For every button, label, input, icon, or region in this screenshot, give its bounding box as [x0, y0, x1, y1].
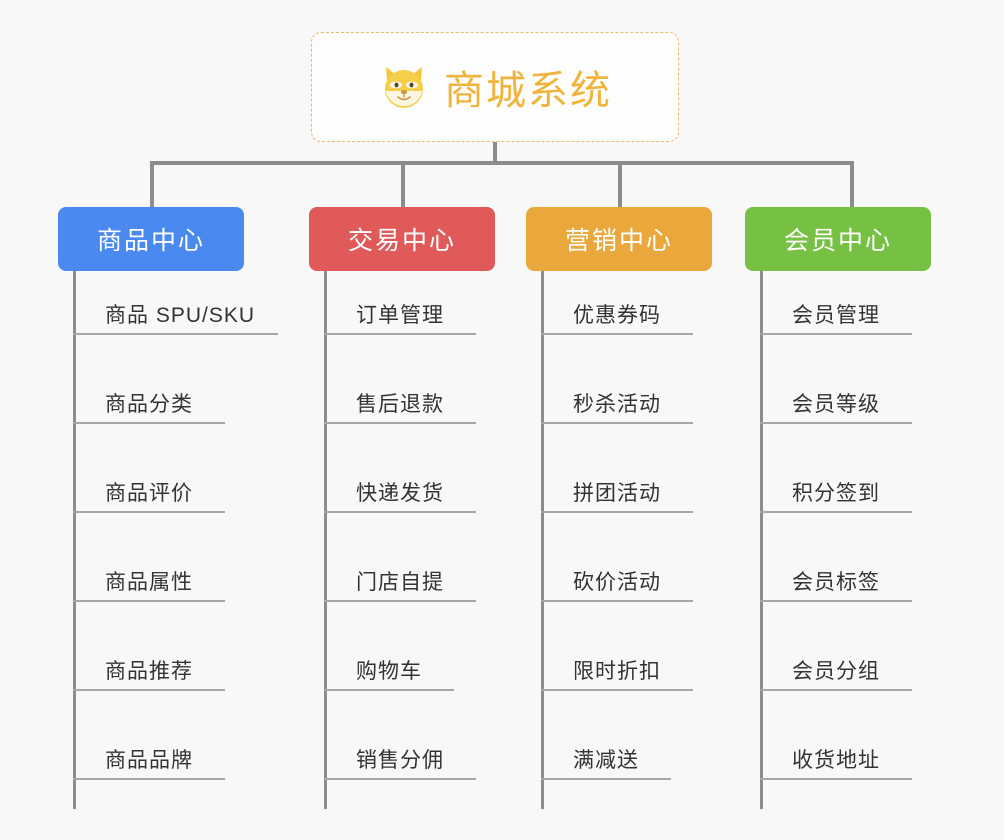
leaf-item[interactable]: 商品评价 — [73, 469, 233, 513]
horizontal-bus-connector — [150, 161, 854, 165]
leaf-item[interactable]: 购物车 — [324, 647, 456, 691]
leaf-underline — [760, 689, 912, 691]
root-title: 商城系统 — [444, 69, 612, 113]
leaf-label: 拼团活动 — [573, 482, 661, 505]
leaf-label: 商品推荐 — [105, 660, 193, 683]
leaf-underline — [324, 422, 476, 424]
leaf-label: 会员管理 — [792, 304, 880, 327]
root-stem-connector — [493, 142, 497, 164]
leaf-underline — [73, 689, 225, 691]
leaf-item[interactable]: 商品推荐 — [73, 647, 233, 691]
leaf-item[interactable]: 商品分类 — [73, 380, 233, 424]
leaf-underline — [73, 600, 225, 602]
leaf-label: 会员标签 — [792, 571, 880, 594]
leaf-item[interactable]: 商品品牌 — [73, 736, 233, 780]
category-header-3[interactable]: 营销中心 — [526, 207, 712, 271]
category-label-1: 商品中心 — [96, 227, 205, 255]
leaf-label: 销售分佣 — [356, 749, 444, 772]
leaf-label: 满减送 — [573, 749, 639, 772]
category-header-2[interactable]: 交易中心 — [309, 207, 495, 271]
leaf-underline — [541, 422, 693, 424]
leaf-label: 砍价活动 — [573, 571, 661, 594]
leaf-label: 商品 SPU/SKU — [105, 304, 256, 327]
drop-connector-1 — [150, 161, 154, 209]
leaf-underline — [324, 333, 476, 335]
leaf-label: 商品分类 — [105, 393, 193, 416]
leaf-underline — [760, 511, 912, 513]
column-trunk-2 — [324, 271, 327, 809]
leaf-label: 门店自提 — [356, 571, 444, 594]
leaf-underline — [73, 778, 225, 780]
leaf-item[interactable]: 会员等级 — [760, 380, 920, 424]
leaf-label: 商品品牌 — [105, 749, 193, 772]
column-trunk-4 — [760, 271, 763, 809]
drop-connector-3 — [618, 161, 622, 209]
leaf-label: 快递发货 — [356, 482, 444, 505]
leaf-item[interactable]: 会员标签 — [760, 558, 920, 602]
leaf-item[interactable]: 门店自提 — [324, 558, 484, 602]
category-label-4: 会员中心 — [783, 227, 892, 255]
leaf-label: 购物车 — [356, 660, 422, 683]
leaf-item[interactable]: 限时折扣 — [541, 647, 701, 691]
leaf-label: 商品评价 — [105, 482, 193, 505]
leaf-item[interactable]: 快递发货 — [324, 469, 484, 513]
leaf-label: 商品属性 — [105, 571, 193, 594]
leaf-label: 秒杀活动 — [573, 393, 661, 416]
leaf-label: 积分签到 — [792, 482, 880, 505]
leaf-label: 限时折扣 — [573, 660, 661, 683]
leaf-label: 优惠券码 — [573, 304, 661, 327]
leaf-label: 订单管理 — [356, 304, 444, 327]
leaf-underline — [760, 600, 912, 602]
category-header-4[interactable]: 会员中心 — [745, 207, 931, 271]
leaf-underline — [324, 511, 476, 513]
leaf-underline — [324, 689, 454, 691]
leaf-item[interactable]: 订单管理 — [324, 291, 484, 335]
category-label-2: 交易中心 — [347, 227, 456, 255]
leaf-underline — [73, 422, 225, 424]
leaf-underline — [541, 333, 693, 335]
leaf-item[interactable]: 砍价活动 — [541, 558, 701, 602]
leaf-label: 会员分组 — [792, 660, 880, 683]
leaf-underline — [541, 689, 693, 691]
leaf-underline — [73, 511, 225, 513]
leaf-item[interactable]: 售后退款 — [324, 380, 484, 424]
leaf-item[interactable]: 销售分佣 — [324, 736, 484, 780]
leaf-label: 收货地址 — [792, 749, 880, 772]
leaf-item[interactable]: 满减送 — [541, 736, 673, 780]
leaf-item[interactable]: 积分签到 — [760, 469, 920, 513]
leaf-underline — [541, 600, 693, 602]
root-node[interactable]: 商城系统 — [311, 32, 679, 142]
category-header-1[interactable]: 商品中心 — [58, 207, 244, 271]
leaf-item[interactable]: 收货地址 — [760, 736, 920, 780]
leaf-item[interactable]: 商品属性 — [73, 558, 233, 602]
leaf-underline — [73, 333, 278, 335]
leaf-underline — [760, 778, 912, 780]
leaf-item[interactable]: 秒杀活动 — [541, 380, 701, 424]
leaf-item[interactable]: 优惠券码 — [541, 291, 701, 335]
column-trunk-3 — [541, 271, 544, 809]
leaf-item[interactable]: 拼团活动 — [541, 469, 701, 513]
column-trunk-1 — [73, 271, 76, 809]
leaf-item[interactable]: 会员分组 — [760, 647, 920, 691]
leaf-underline — [541, 778, 671, 780]
leaf-underline — [541, 511, 693, 513]
leaf-item[interactable]: 会员管理 — [760, 291, 920, 335]
leaf-underline — [760, 422, 912, 424]
leaf-label: 售后退款 — [356, 393, 444, 416]
drop-connector-4 — [850, 161, 854, 209]
leaf-underline — [324, 600, 476, 602]
leaf-underline — [324, 778, 476, 780]
category-label-3: 营销中心 — [564, 227, 673, 255]
shiba-dog-face-icon — [378, 61, 430, 113]
leaf-underline — [760, 333, 912, 335]
drop-connector-2 — [401, 161, 405, 209]
leaf-label: 会员等级 — [792, 393, 880, 416]
leaf-item[interactable]: 商品 SPU/SKU — [73, 291, 293, 335]
